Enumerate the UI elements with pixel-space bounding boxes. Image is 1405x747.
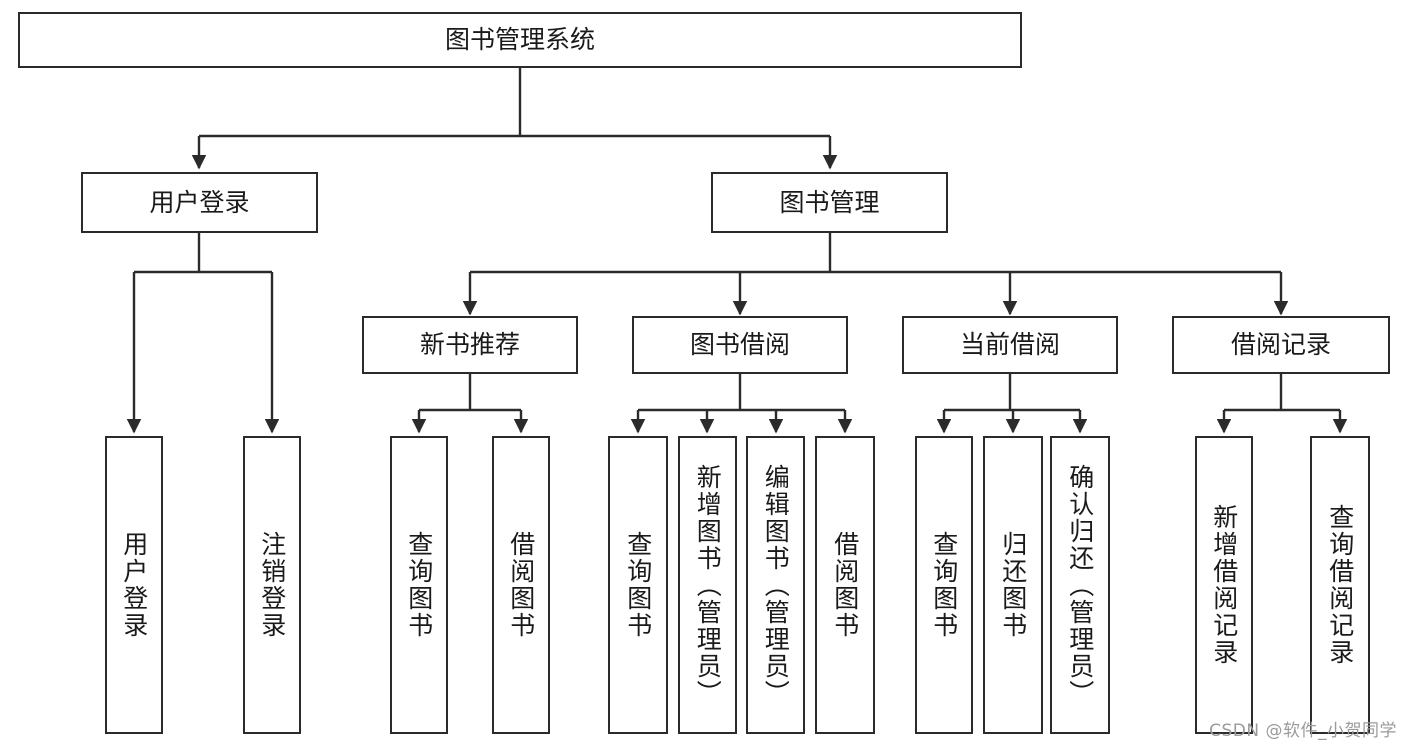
node-leaf-add-record-label: 新增借阅记录 <box>1209 504 1239 666</box>
node-leaf-edit-book-label: 编辑图书（管理员） <box>761 463 791 707</box>
node-leaf-query-book-2[interactable]: 查询图书 <box>608 436 668 734</box>
node-book-borrow-label: 图书借阅 <box>689 330 790 359</box>
node-leaf-add-book-label: 新增图书（管理员） <box>693 463 723 707</box>
node-root-label: 图书管理系统 <box>444 25 595 54</box>
node-leaf-add-record[interactable]: 新增借阅记录 <box>1195 436 1253 734</box>
node-leaf-edit-book[interactable]: 编辑图书（管理员） <box>746 436 805 734</box>
node-book-management-label: 图书管理 <box>779 187 880 217</box>
node-current-borrow-label: 当前借阅 <box>959 330 1060 359</box>
node-leaf-query-record[interactable]: 查询借阅记录 <box>1310 436 1370 734</box>
node-book-management[interactable]: 图书管理 <box>711 172 948 233</box>
node-leaf-logout-login[interactable]: 注销登录 <box>243 436 301 734</box>
watermark-csdn: CSDN @软件_小贺同学 <box>1209 721 1397 741</box>
node-leaf-query-book-1[interactable]: 查询图书 <box>390 436 448 734</box>
node-leaf-confirm-return-label: 确认归还（管理员） <box>1065 463 1095 707</box>
node-leaf-borrow-book-2[interactable]: 借阅图书 <box>815 436 875 734</box>
node-borrow-record-label: 借阅记录 <box>1230 330 1331 359</box>
node-leaf-query-record-label: 查询借阅记录 <box>1325 504 1355 666</box>
node-leaf-query-book-3[interactable]: 查询图书 <box>915 436 973 734</box>
node-leaf-borrow-book-1-label: 借阅图书 <box>506 531 536 639</box>
node-leaf-borrow-book-2-label: 借阅图书 <box>830 531 860 639</box>
node-new-book-recommend-label: 新书推荐 <box>419 330 520 359</box>
node-borrow-record[interactable]: 借阅记录 <box>1172 316 1390 374</box>
node-leaf-user-login-label: 用户登录 <box>119 531 149 639</box>
node-leaf-confirm-return[interactable]: 确认归还（管理员） <box>1050 436 1110 734</box>
node-leaf-user-login[interactable]: 用户登录 <box>105 436 163 734</box>
node-user-login[interactable]: 用户登录 <box>81 172 318 233</box>
node-leaf-return-book-label: 归还图书 <box>998 531 1028 639</box>
node-root[interactable]: 图书管理系统 <box>18 12 1022 68</box>
node-new-book-recommend[interactable]: 新书推荐 <box>362 316 578 374</box>
node-leaf-query-book-1-label: 查询图书 <box>404 531 434 639</box>
node-leaf-query-book-3-label: 查询图书 <box>929 531 959 639</box>
node-user-login-label: 用户登录 <box>149 187 250 217</box>
node-leaf-logout-login-label: 注销登录 <box>257 531 287 639</box>
node-leaf-return-book[interactable]: 归还图书 <box>983 436 1043 734</box>
node-book-borrow[interactable]: 图书借阅 <box>632 316 848 374</box>
node-leaf-add-book[interactable]: 新增图书（管理员） <box>678 436 737 734</box>
node-leaf-query-book-2-label: 查询图书 <box>623 531 653 639</box>
node-leaf-borrow-book-1[interactable]: 借阅图书 <box>492 436 550 734</box>
node-current-borrow[interactable]: 当前借阅 <box>902 316 1118 374</box>
